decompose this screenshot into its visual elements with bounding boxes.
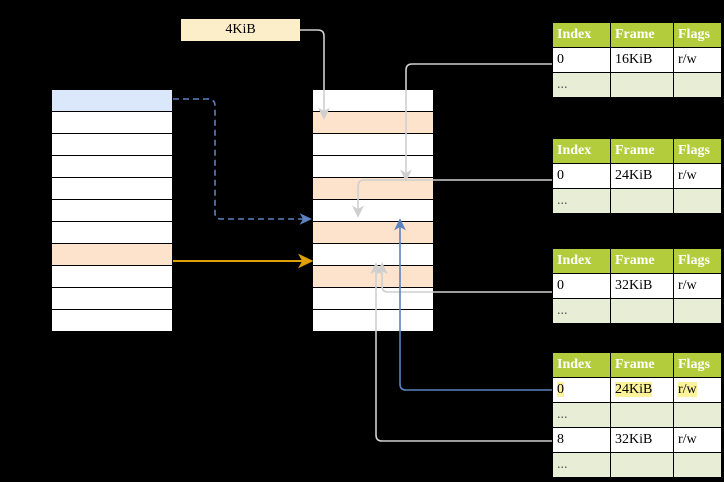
cell-index: 8 (552, 427, 611, 453)
column-header-flags: Flags (673, 248, 722, 274)
highlight-mark: r/w (678, 382, 697, 397)
cell-flags: r/w (673, 163, 722, 189)
cell-flags (673, 188, 722, 214)
cell-index: ... (552, 452, 611, 478)
virtual-address-space-row (51, 155, 173, 178)
column-header-frame: Frame (610, 248, 674, 274)
virtual-address-space-row (51, 309, 173, 332)
virtual-address-space-row (51, 111, 173, 134)
table-row: ... (552, 72, 722, 98)
physical-memory-row (312, 287, 434, 310)
cell-frame: 16KiB (610, 47, 674, 73)
cell-index: 0 (552, 163, 611, 189)
table-row: ... (552, 298, 722, 324)
cell-flags: r/w (673, 377, 722, 403)
cell-frame (610, 402, 674, 428)
physical-memory-row (312, 89, 434, 112)
cell-index: 0 (552, 377, 611, 403)
physical-memory-row (312, 199, 434, 222)
physical-memory-row (312, 309, 434, 332)
cell-frame: 24KiB (610, 377, 674, 403)
frame-size-label: 4KiB (181, 19, 300, 41)
table-row: ... (552, 402, 722, 428)
column-header-index: Index (552, 248, 611, 274)
table-row: ... (552, 188, 722, 214)
cell-index: ... (552, 298, 611, 324)
highlight-mark: 24KiB (615, 382, 653, 397)
column-header-index: Index (552, 352, 611, 378)
cell-flags (673, 72, 722, 98)
cell-frame (610, 72, 674, 98)
virtual-address-space-row (51, 287, 173, 310)
physical-memory-row (312, 155, 434, 178)
physical-memory-row (312, 265, 434, 288)
cell-flags: r/w (673, 273, 722, 299)
cell-frame (610, 452, 674, 478)
physical-memory-row (312, 111, 434, 134)
cell-frame: 24KiB (610, 163, 674, 189)
cell-index: ... (552, 188, 611, 214)
cell-flags (673, 452, 722, 478)
virtual-address-space-row (51, 243, 173, 266)
virtual-address-space-row (51, 133, 173, 156)
column-header-index: Index (552, 22, 611, 48)
column-header-frame: Frame (610, 352, 674, 378)
cell-flags (673, 298, 722, 324)
physical-memory-row (312, 221, 434, 244)
cell-flags: r/w (673, 427, 722, 453)
virtual-address-space-row (51, 89, 173, 112)
cell-frame (610, 188, 674, 214)
column-header-index: Index (552, 138, 611, 164)
highlight-mark: 0 (557, 382, 564, 397)
column-header-flags: Flags (673, 352, 722, 378)
cell-index: ... (552, 402, 611, 428)
physical-memory-row (312, 243, 434, 266)
column-header-flags: Flags (673, 138, 722, 164)
cell-index: 0 (552, 47, 611, 73)
column-header-frame: Frame (610, 138, 674, 164)
wire-virtual-blue-to-memory (173, 98, 312, 225)
physical-memory-row (312, 133, 434, 156)
table-row: 0 24KiB r/w (552, 377, 722, 403)
physical-memory-row (312, 177, 434, 200)
virtual-address-space-row (51, 199, 173, 222)
column-header-frame: Frame (610, 22, 674, 48)
cell-frame: 32KiB (610, 273, 674, 299)
cell-flags: r/w (673, 47, 722, 73)
cell-flags (673, 402, 722, 428)
virtual-address-space-row (51, 221, 173, 244)
cell-frame: 32KiB (610, 427, 674, 453)
cell-index: ... (552, 72, 611, 98)
cell-index: 0 (552, 273, 611, 299)
table-row: ... (552, 452, 722, 478)
virtual-address-space-row (51, 177, 173, 200)
cell-frame (610, 298, 674, 324)
column-header-flags: Flags (673, 22, 722, 48)
virtual-address-space-row (51, 265, 173, 288)
